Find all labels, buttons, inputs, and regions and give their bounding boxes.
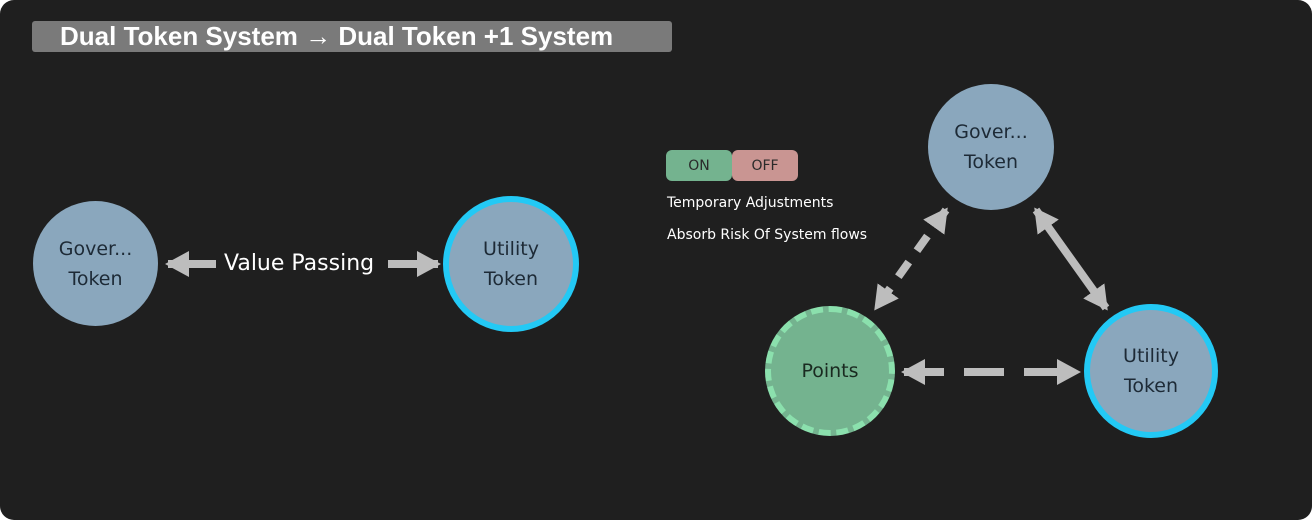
utility-token-right-line1: Utility	[1123, 345, 1179, 367]
diagram-title: Dual Token System → Dual Token +1 System	[32, 21, 672, 52]
utility-token-node: Utility Token	[443, 196, 579, 332]
value-passing-label: Value Passing	[224, 251, 375, 276]
governance-points-arrow	[872, 207, 950, 311]
governance-token-right-line1: Gover...	[954, 121, 1028, 143]
on-badge: ON	[666, 150, 732, 181]
utility-token-node-right: Utility Token	[1084, 304, 1218, 438]
utility-token-right-line2: Token	[1123, 375, 1179, 397]
points-label: Points	[801, 360, 859, 382]
utility-token-line2: Token	[483, 268, 539, 290]
governance-token-line2: Token	[68, 267, 123, 290]
governance-token-right-line2: Token	[963, 151, 1019, 173]
governance-token-node: Gover... Token	[33, 201, 158, 326]
governance-token-node-right: Gover... Token	[928, 84, 1054, 210]
note-absorb-risk: Absorb Risk Of System flows	[667, 227, 868, 243]
points-node: Points	[765, 306, 895, 436]
note-temporary-adjustments: Temporary Adjustments	[667, 195, 834, 211]
governance-token-line1: Gover...	[58, 237, 133, 260]
utility-token-line1: Utility	[483, 238, 539, 260]
off-badge: OFF	[732, 150, 798, 181]
governance-utility-arrow	[1032, 207, 1110, 311]
